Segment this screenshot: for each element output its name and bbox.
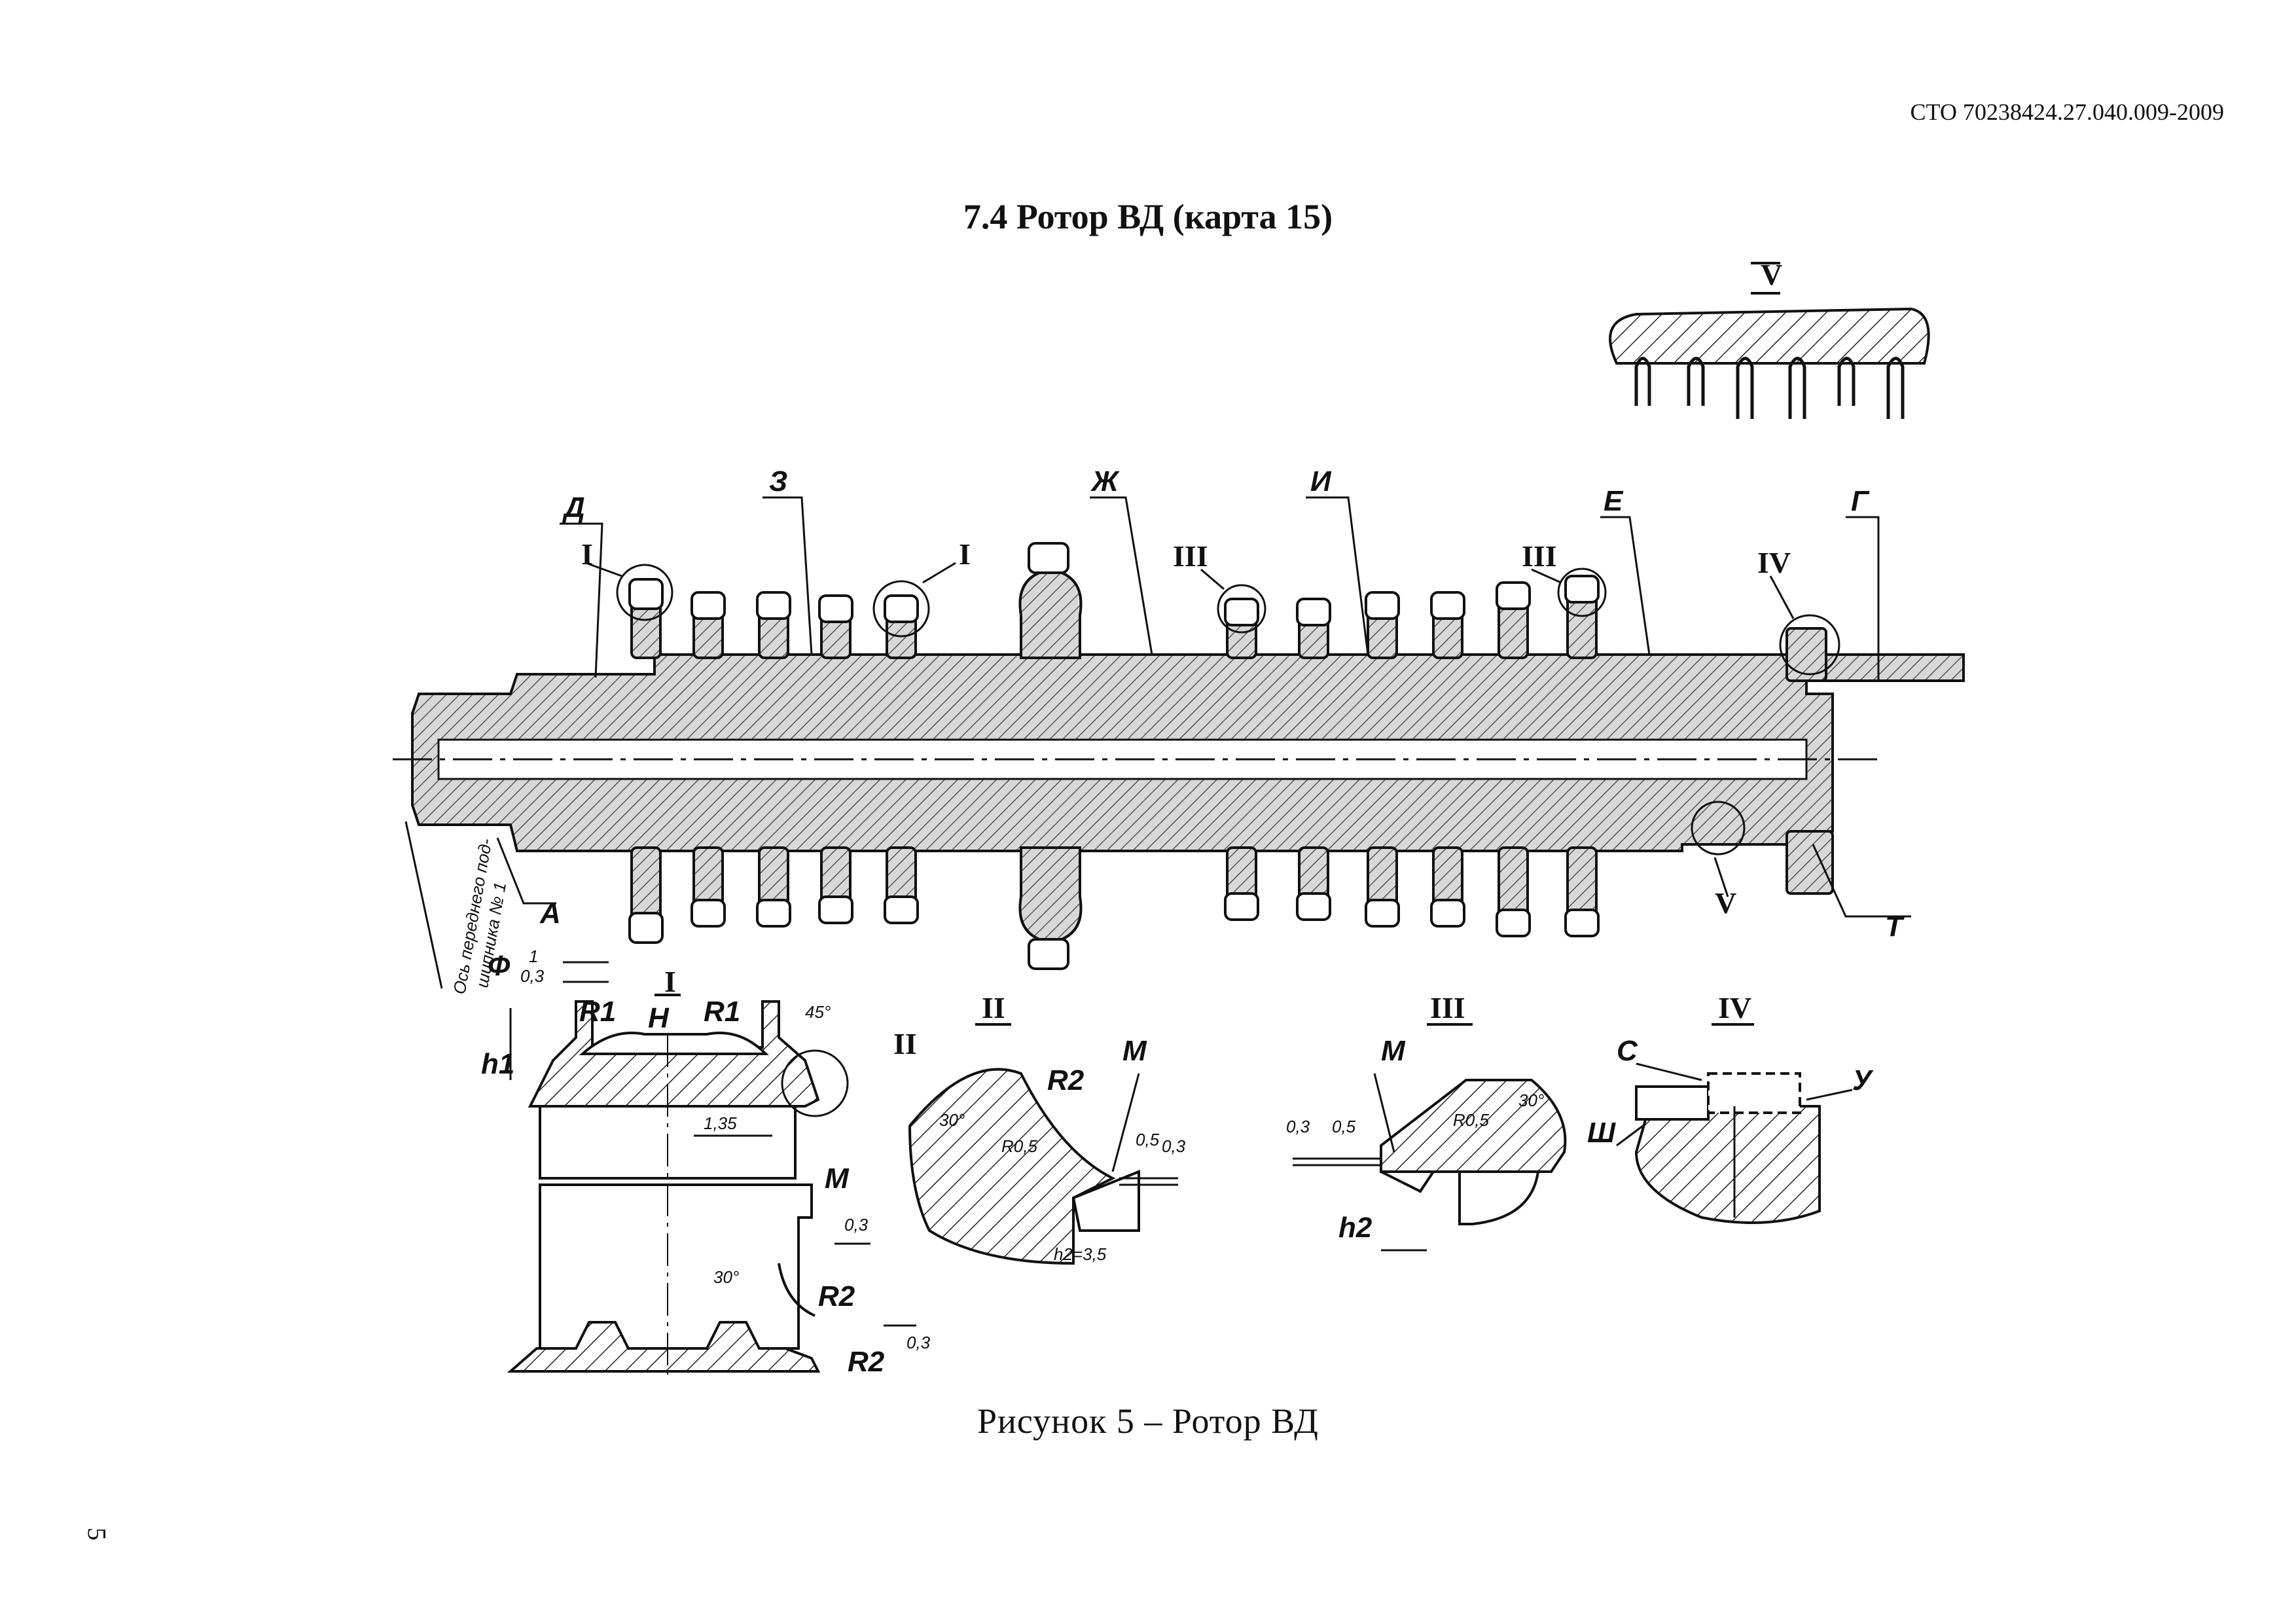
detail-iii-view: III М 0,3 0,5 R0,5 30° h2: [1286, 991, 1567, 1252]
dim-r0-5-ii: R0,5: [1001, 1136, 1037, 1156]
page-number: 5: [82, 1527, 112, 1541]
detail-ii-label: II: [982, 991, 1005, 1024]
dim-0-3-iii: 0,3: [1286, 1117, 1310, 1136]
dim-45: 45°: [805, 1002, 831, 1022]
dim-30-ii: 30°: [939, 1110, 965, 1130]
label-z: З: [769, 465, 787, 497]
label-sh: Ш: [1587, 1117, 1616, 1149]
callout-iv: IV: [1757, 546, 1791, 579]
callout-ii: II: [893, 1027, 917, 1060]
figure-caption: Рисунок 5 – Ротор ВД: [977, 1401, 1319, 1441]
section-title: 7.4 Ротор ВД (карта 15): [963, 197, 1333, 236]
label-r2-i-lower: R2: [848, 1346, 885, 1378]
label-m-ii: М: [1122, 1035, 1147, 1067]
label-i: И: [1310, 465, 1332, 497]
dim-0-3-i: 0,3: [844, 1215, 869, 1235]
callout-v: V: [1715, 886, 1736, 920]
label-m-i: М: [825, 1163, 850, 1195]
label-r2-ii: R2: [1047, 1064, 1085, 1096]
dim-r0-5-iii: R0,5: [1453, 1110, 1489, 1130]
label-m-iii: М: [1381, 1035, 1406, 1067]
callout-iii-left: III: [1173, 539, 1208, 573]
detail-iv-view: IV С У Ш: [1587, 991, 1874, 1224]
label-f: Ф: [488, 950, 511, 982]
label-n: Н: [648, 1002, 670, 1034]
dim-0-3-f: 0,3: [520, 966, 545, 986]
label-u: У: [1852, 1064, 1874, 1096]
detail-i-label: I: [664, 965, 676, 998]
label-r1-left: R1: [579, 996, 616, 1028]
label-h2: h2: [1338, 1212, 1372, 1244]
dim-1-35: 1,35: [704, 1113, 737, 1133]
dim-h2-3-5: h2=3,5: [1054, 1244, 1107, 1264]
detail-iv-label: IV: [1718, 991, 1751, 1024]
dim-30-i: 30°: [713, 1267, 739, 1287]
callout-iii-right: III: [1522, 539, 1557, 573]
label-h1: h1: [481, 1048, 514, 1080]
dim-0-5-ii: 0,5: [1136, 1130, 1160, 1149]
dim-1: 1: [529, 947, 538, 966]
detail-ii-view: II R2 М 30° R0,5 0,5 0,3 h2=3,5: [908, 991, 1186, 1265]
label-e: Е: [1604, 485, 1624, 517]
label-g: Г: [1851, 485, 1870, 517]
detail-i-view: I Ф 1 0,3 R1 Н R1 45° II h1 1,35 М 0,3 3…: [481, 947, 931, 1378]
dim-0-3-i-lower: 0,3: [906, 1333, 931, 1352]
dim-0-3-ii: 0,3: [1162, 1136, 1186, 1156]
label-t: Т: [1885, 911, 1905, 943]
rotor-main-view: Д З Ж И Е Г А Т I I III III IV V Ось пер…: [393, 465, 1965, 996]
detail-v-view: V: [1609, 258, 1930, 419]
label-r2-i-upper: R2: [818, 1280, 855, 1312]
label-a: А: [539, 897, 561, 929]
document-code: СТО 70238424.27.040.009-2009: [1910, 99, 2224, 125]
dim-30-iii: 30°: [1518, 1091, 1544, 1110]
label-s: С: [1617, 1035, 1638, 1067]
label-r1-right: R1: [704, 996, 740, 1028]
callout-i-left: I: [581, 537, 593, 571]
callout-i-right: I: [959, 537, 971, 571]
label-zh: Ж: [1090, 465, 1120, 497]
dim-0-5-iii: 0,5: [1332, 1117, 1356, 1136]
detail-iii-label: III: [1430, 991, 1465, 1024]
label-d: Д: [562, 492, 585, 524]
